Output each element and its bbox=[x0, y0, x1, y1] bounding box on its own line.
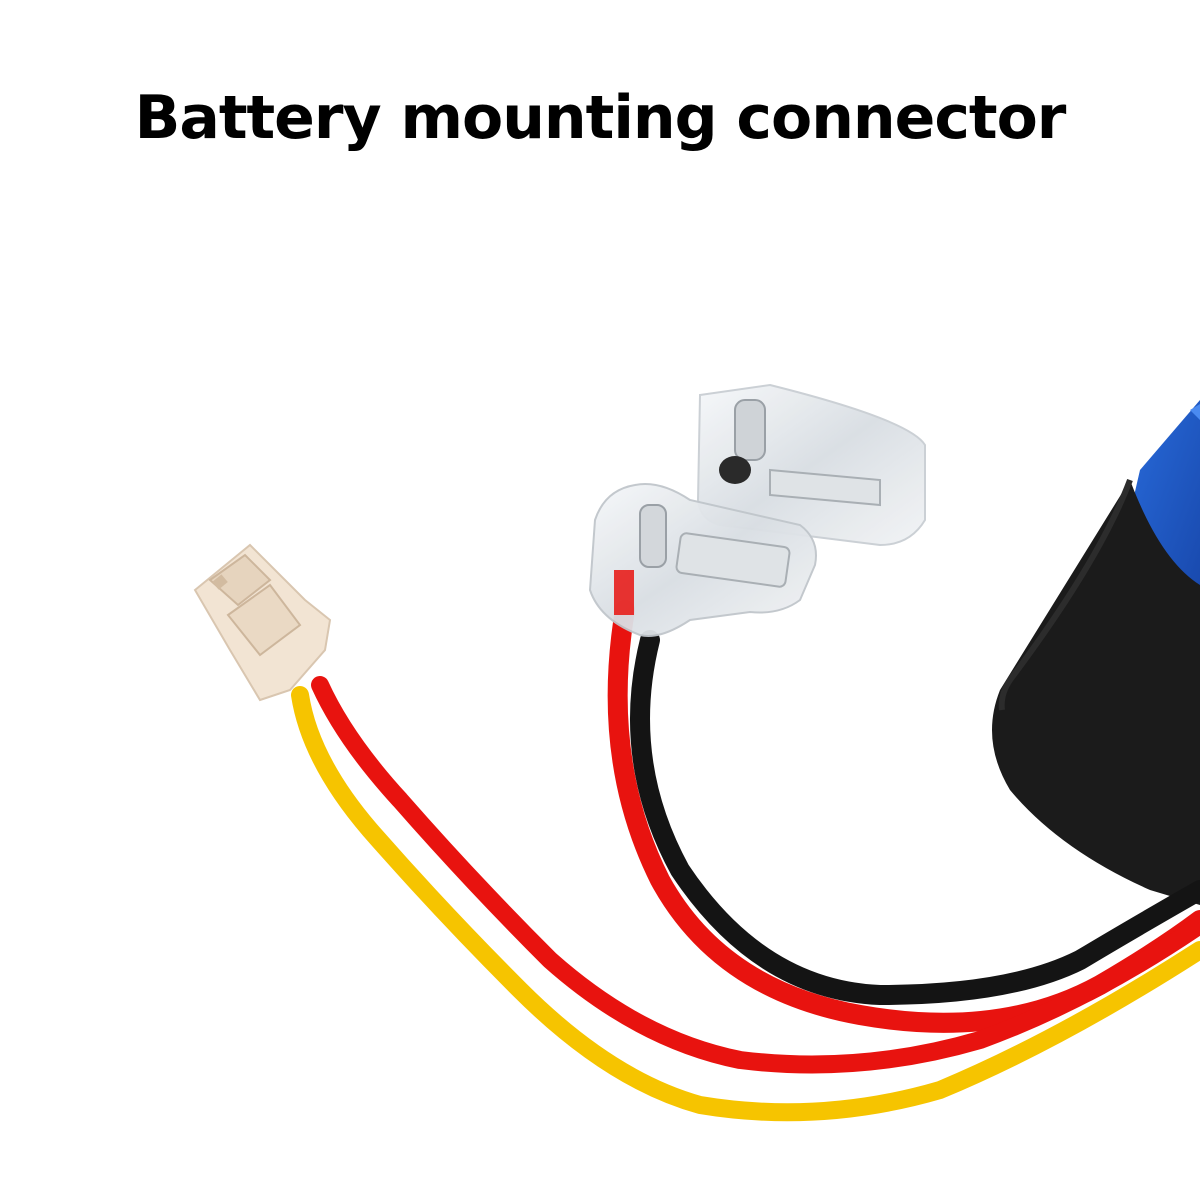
foam-end-cap bbox=[992, 478, 1200, 905]
yellow-wire bbox=[291, 686, 1200, 1122]
page-title: Battery mounting connector bbox=[134, 83, 1067, 153]
jst-plug bbox=[193, 543, 332, 702]
black-wire bbox=[630, 630, 1200, 1006]
spade-terminal-back bbox=[696, 383, 926, 547]
spade-terminal-front bbox=[588, 483, 817, 637]
red-wire-plug bbox=[311, 676, 1200, 1074]
